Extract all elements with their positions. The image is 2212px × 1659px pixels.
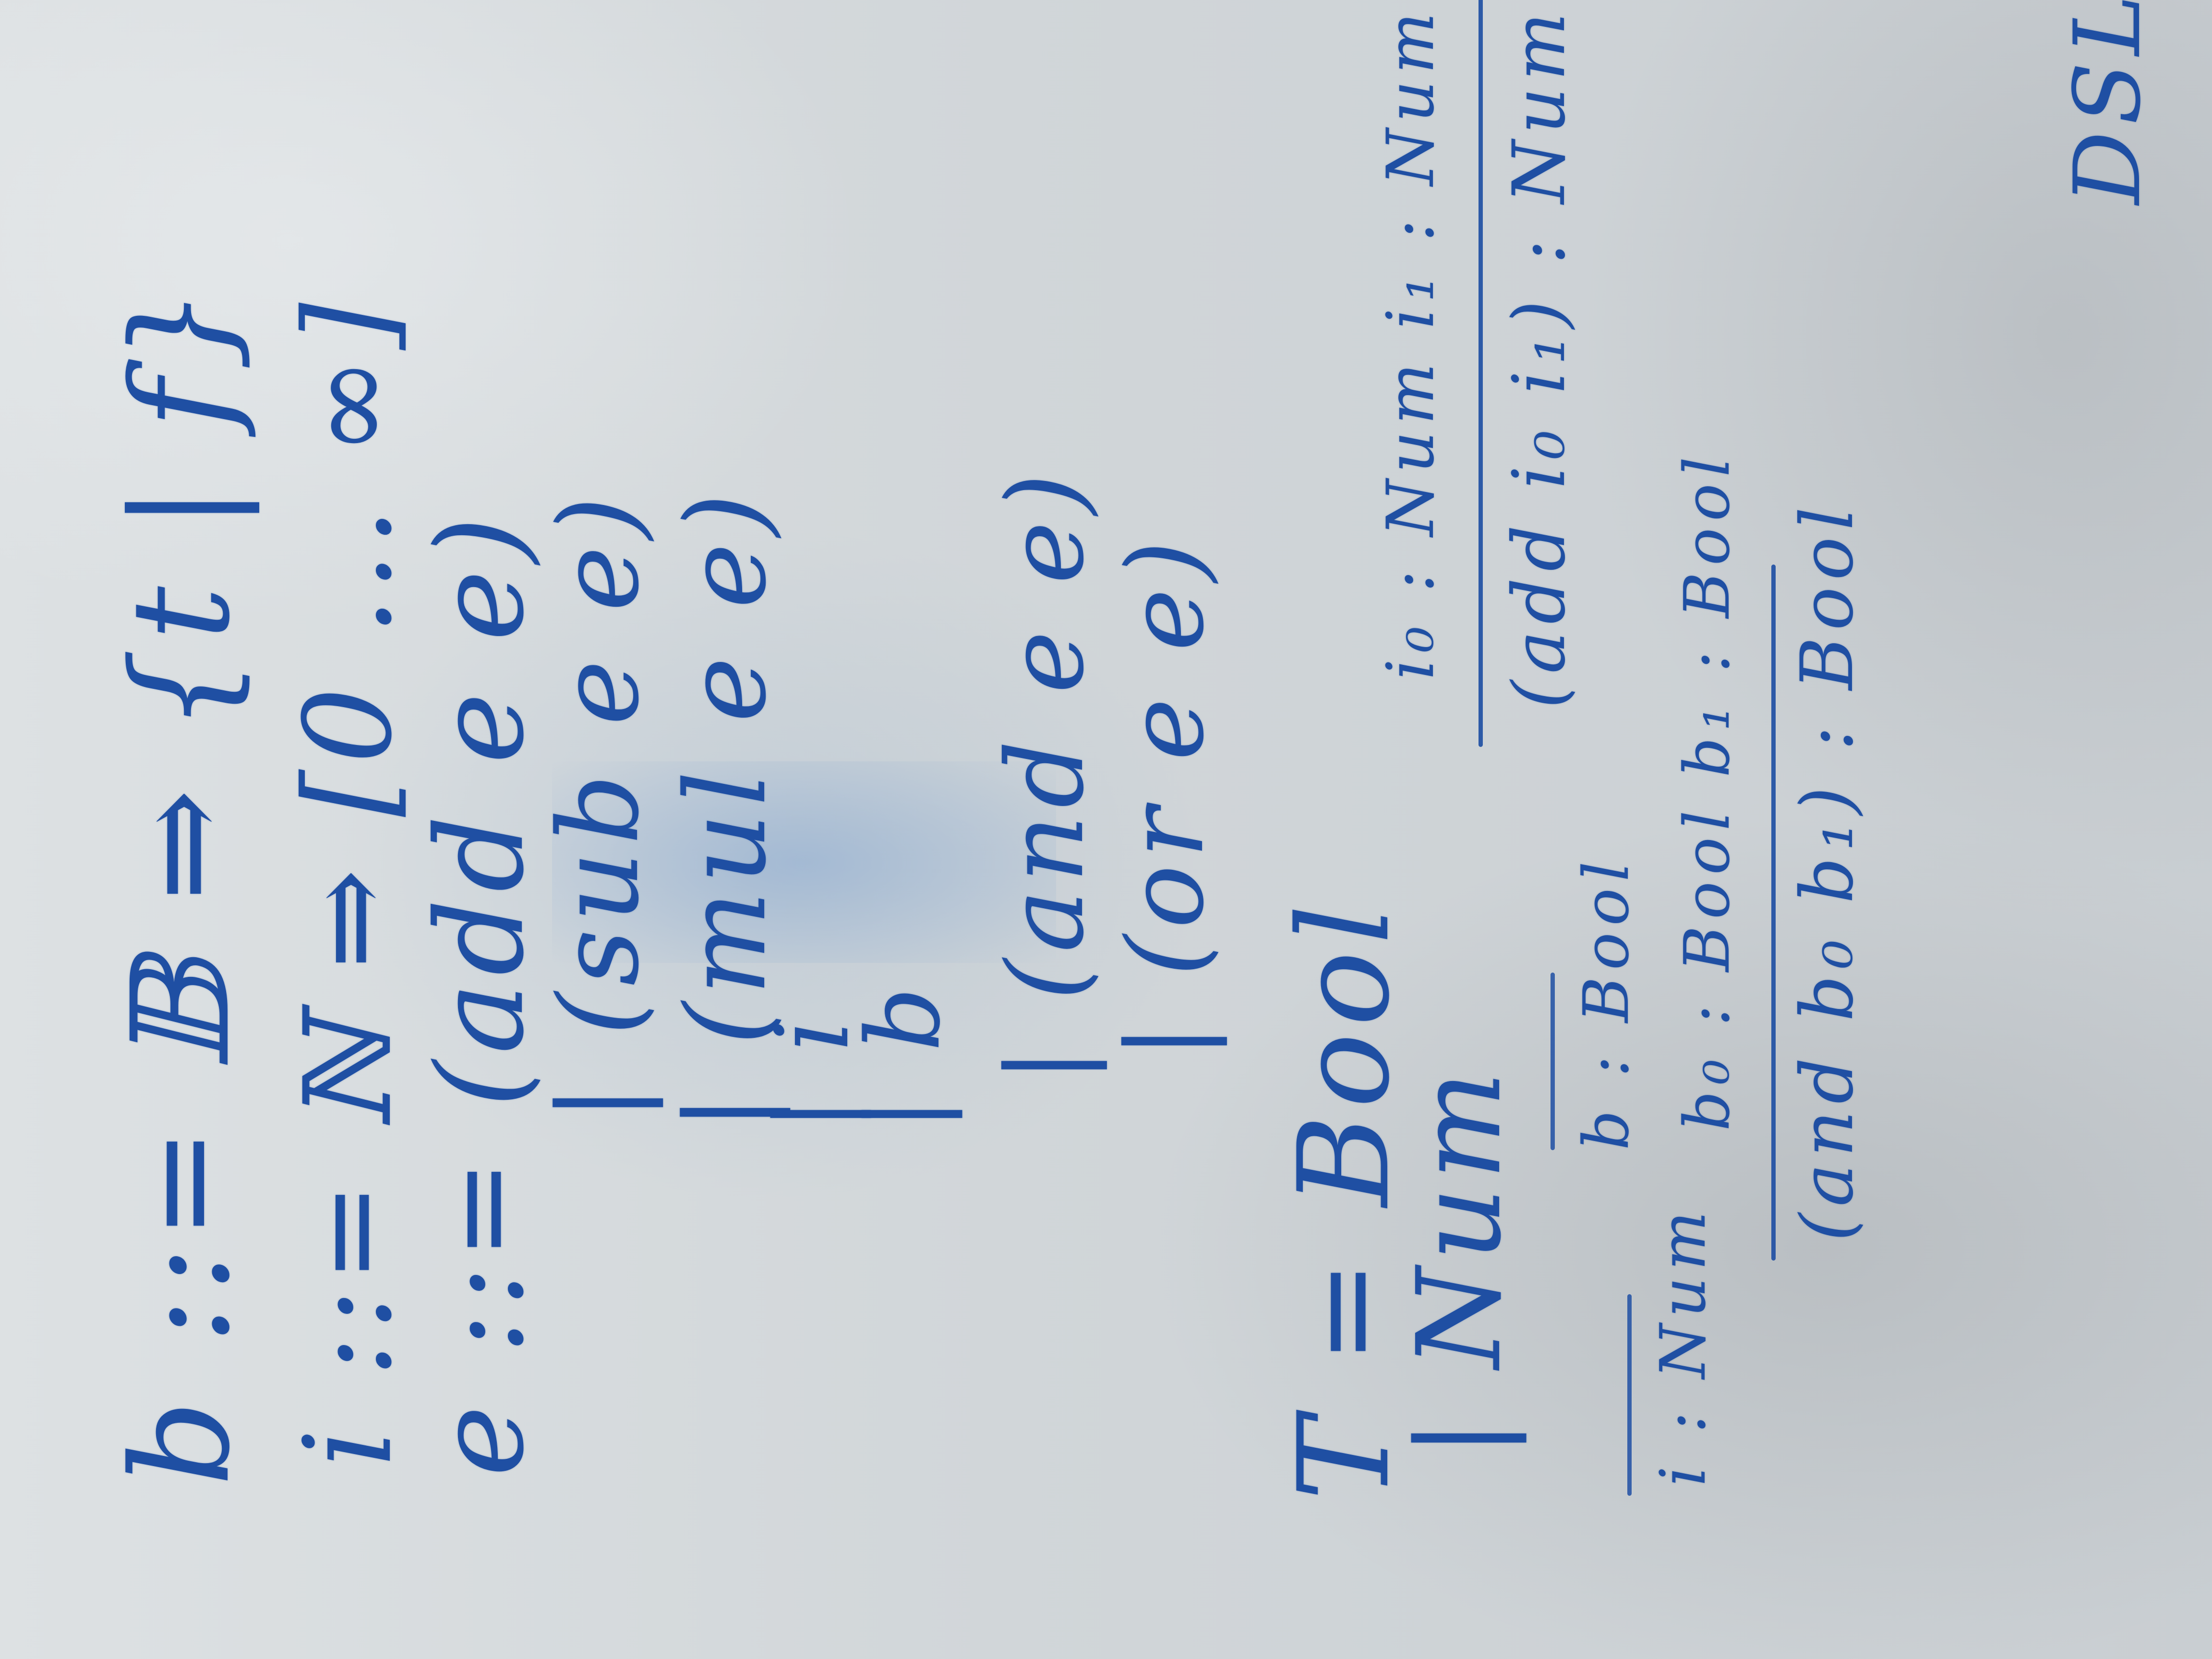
grammar-expr-or: | (or e e) bbox=[1104, 534, 1227, 1059]
grammar-expr-b: | b bbox=[845, 980, 962, 1131]
grammar-int-rule: i ::= ℕ ⇒ [0 ... ∞] bbox=[278, 296, 418, 1467]
add-rule-conclusion: (add i₀ i₁) : Num bbox=[1498, 5, 1581, 709]
and-rule-premises: b₀ : Bool b₁ : Bool bbox=[1671, 450, 1743, 1131]
num-rule-bar bbox=[1627, 1294, 1632, 1496]
grammar-expr-head: e ::= (add e e) bbox=[410, 510, 550, 1477]
add-rule-premises: i₀ : Num i₁ : Num bbox=[1373, 5, 1448, 680]
board-title: DSL from bbox=[2055, 0, 2161, 204]
bool-rule-bar bbox=[1551, 973, 1555, 1150]
grammar-expr-sub: | (sub e e) bbox=[535, 490, 663, 1121]
grammar-bool-rule: b ::= 𝔹 ⇒ {t | f} bbox=[103, 280, 260, 1486]
and-rule-conclusion: (and b₀ b₁) : Bool bbox=[1786, 500, 1869, 1241]
add-rule-line bbox=[1479, 0, 1483, 747]
bool-rule-conclusion: b : Bool bbox=[1570, 854, 1643, 1150]
num-rule-conclusion: i : Num bbox=[1647, 1204, 1719, 1486]
and-rule-line bbox=[1771, 565, 1776, 1261]
grammar-expr-and: | (and e e) bbox=[984, 467, 1107, 1083]
types-num: | Num bbox=[1392, 1064, 1527, 1457]
